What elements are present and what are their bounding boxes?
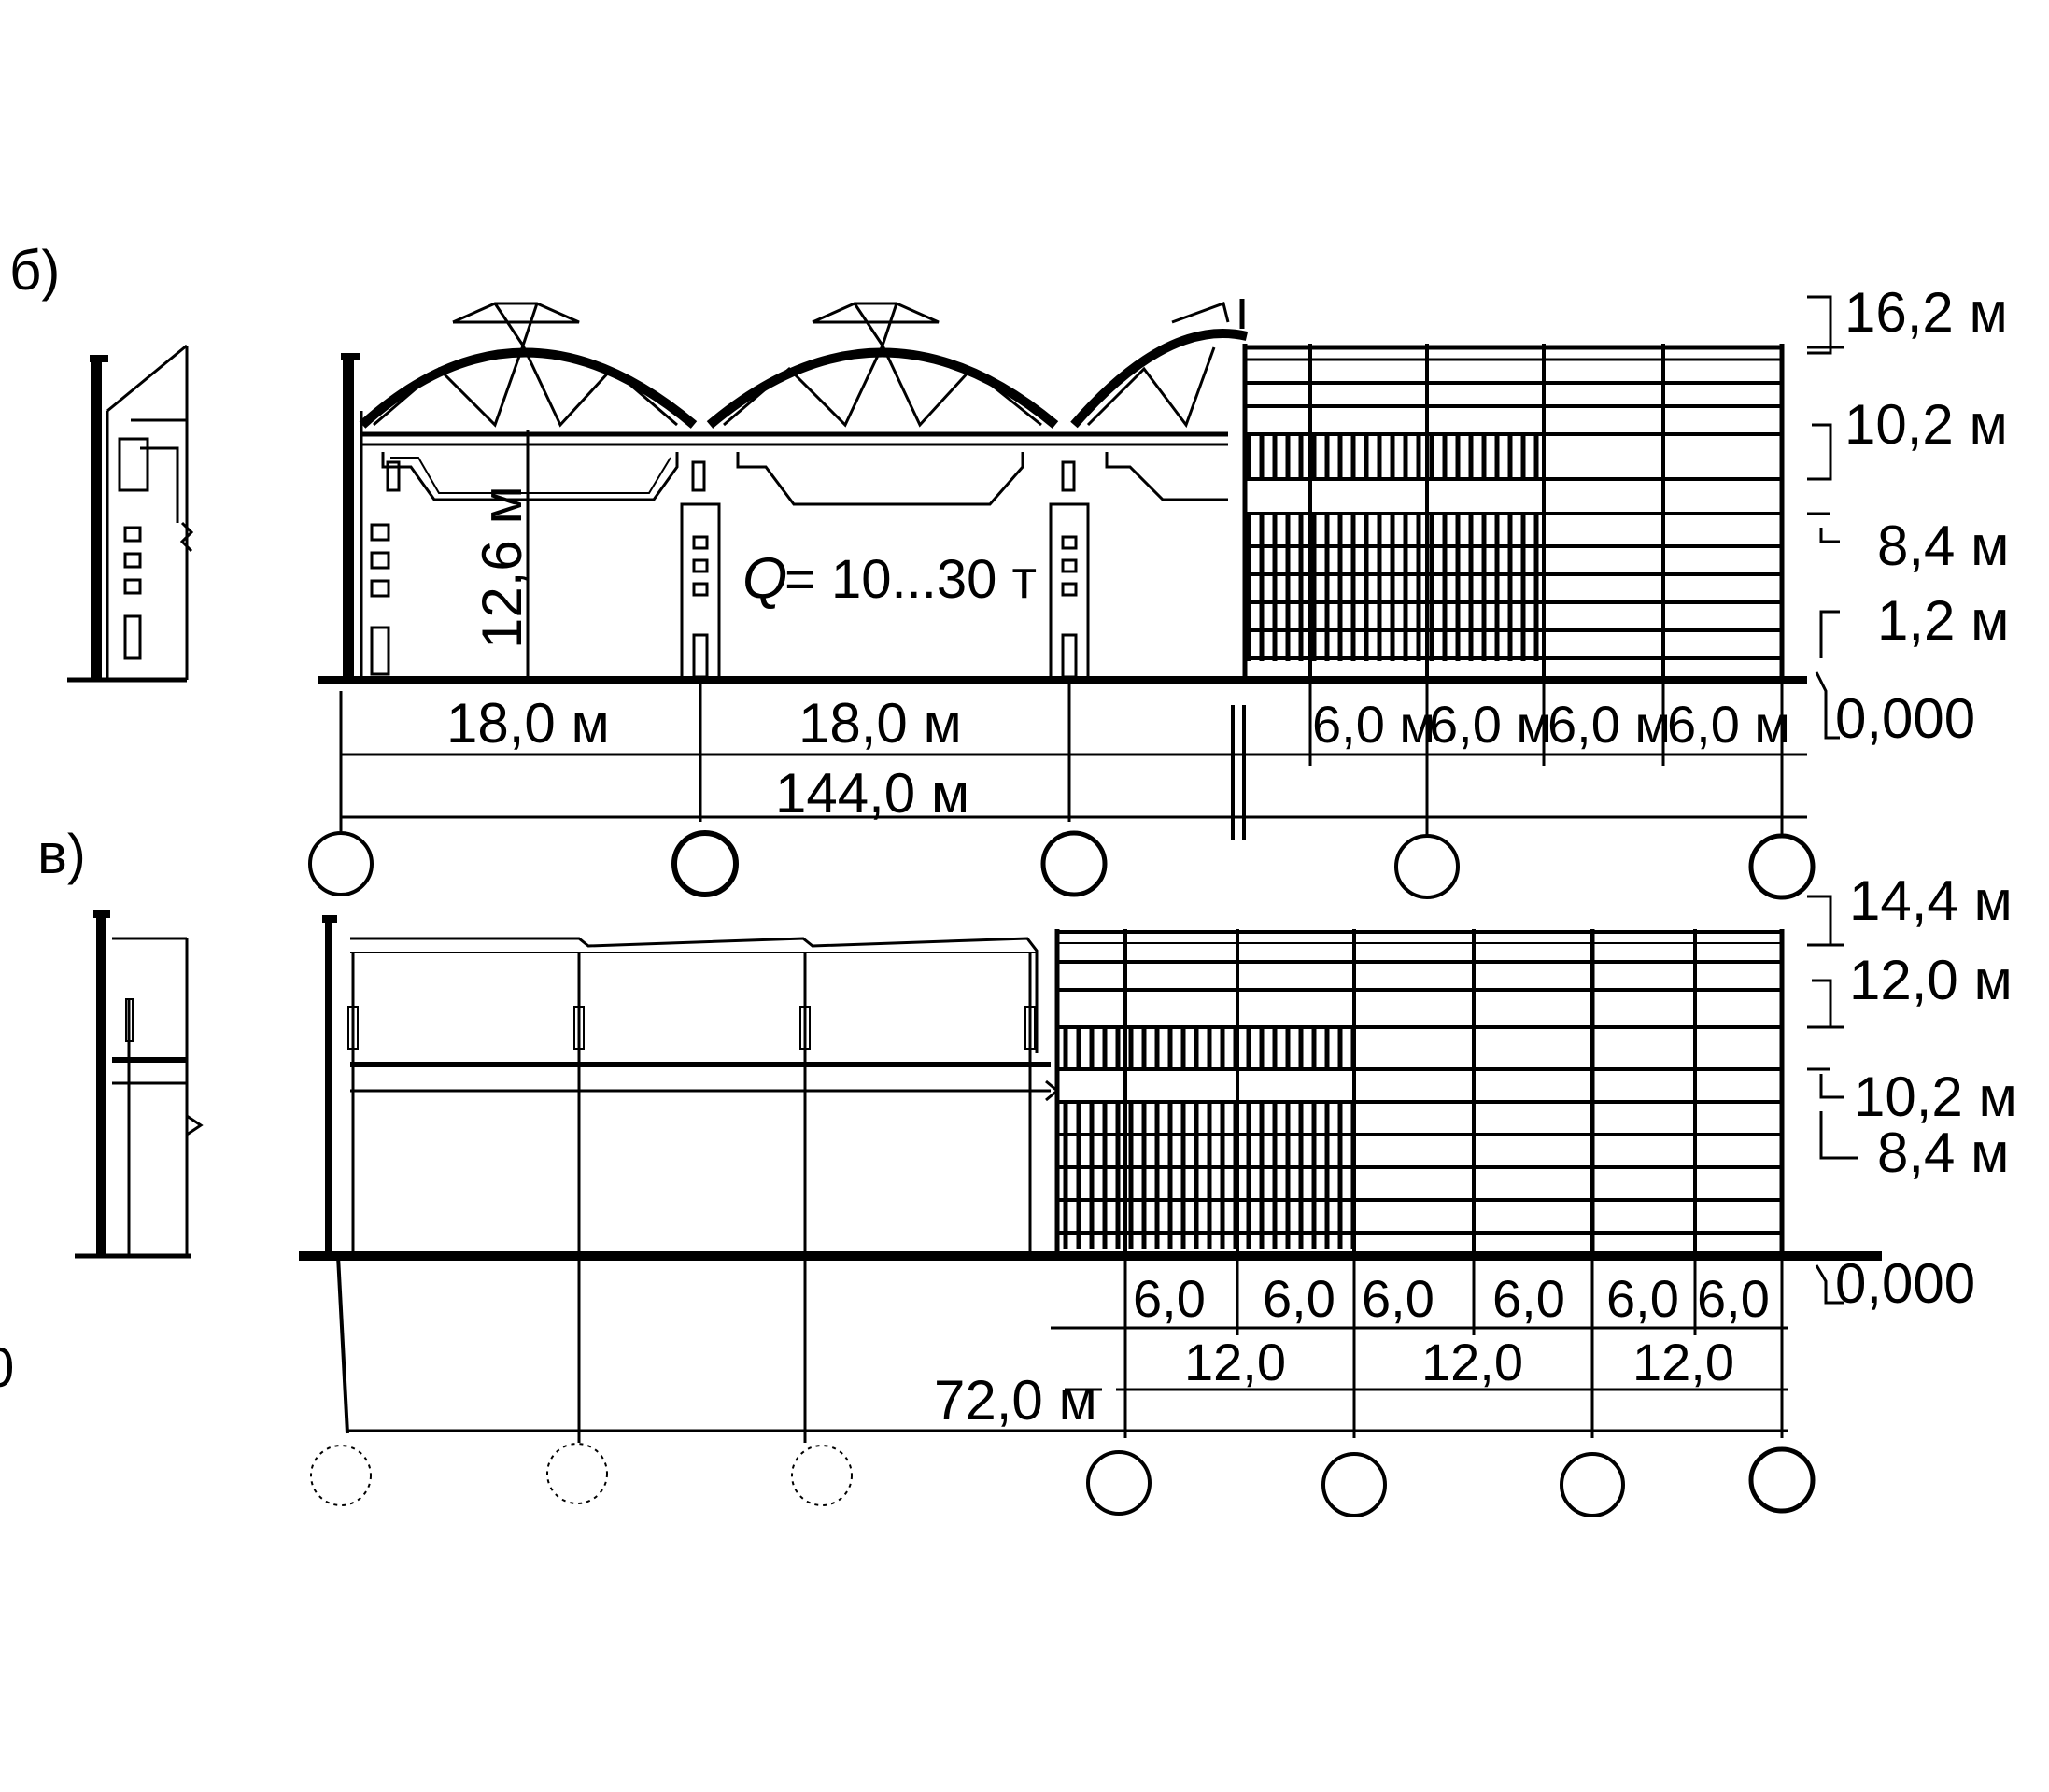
figure-c-label: в) [37,823,86,885]
level-mark-b: 1,2 м [1877,589,2009,652]
height-dimension-b: 12,6 м [471,486,533,649]
axis-circle [310,1445,372,1506]
level-marks-c [1807,895,1858,1305]
axis-circle [1748,1446,1816,1514]
axis-circle [1321,1452,1387,1517]
level-marks-b [1807,295,1844,740]
bay-dimension-b: 6,0 м [1547,695,1671,754]
dimensions-b [339,680,1807,840]
level-mark-b: 16,2 м [1844,281,2008,344]
axis-circle [1086,1450,1152,1516]
axis-circle [791,1445,853,1506]
group-dimension-c: 12,0 [1421,1333,1523,1391]
total-dimension-b: 144,0 м [775,762,969,825]
roof-trusses-b [359,299,1249,429]
axis-circle [308,831,374,896]
section-b: б) [9,239,2009,900]
group-dimension-c: 12,0 [1184,1333,1286,1391]
axis-circle [1560,1452,1625,1517]
edge-text: 0 [0,1336,14,1399]
level-mark-c: 10,2 м [1854,1065,2017,1128]
axis-markers-c [310,1443,1816,1517]
bay-dimension-b: 6,0 м [1667,695,1790,754]
frame-c [347,937,1060,1256]
level-mark-c: 8,4 м [1877,1122,2009,1184]
bay-dimension-c: 6,0 [1263,1269,1335,1328]
bay-dimension-b: 6,0 м [1429,695,1552,754]
level-mark-c: 0,000 [1835,1252,1975,1315]
bay-dimension-c: 6,0 [1697,1269,1770,1328]
axis-circle [1040,830,1108,897]
bay-dimension-c: 6,0 [1492,1269,1565,1328]
crane-girders-b [362,431,1228,506]
facade-b [1242,344,1785,680]
bay-dimension-c: 6,0 [1606,1269,1679,1328]
side-section-b [67,344,194,683]
columns-b [680,502,1090,682]
facade-c [1054,929,1785,1251]
total-dimension-c: 72,0 м [934,1369,1097,1432]
crane-load-value: = 10...30 т [784,549,1037,610]
dimensions-c [346,1256,1788,1443]
level-mark-c: 12,0 м [1849,949,2013,1011]
axis-circle [546,1443,608,1504]
section-c: в) [0,823,2017,1517]
crane-load-symbol: Q [742,546,787,611]
axis-circle [1394,834,1460,899]
bay-dimension-c: 6,0 [1133,1269,1206,1328]
level-mark-b: 10,2 м [1844,393,2008,456]
bay-dimension-c: 6,0 [1362,1269,1434,1328]
bay-dimension-b: 6,0 м [1312,695,1435,754]
span-dimension-2: 18,0 м [798,692,962,755]
axis-circle [671,830,739,897]
side-section-c [75,910,204,1259]
axis-circle [1748,833,1816,900]
level-mark-c: 14,4 м [1849,869,2013,932]
wall-windows-b [370,523,390,676]
figure-b-label: б) [9,239,60,302]
group-dimension-c: 12,0 [1632,1333,1734,1391]
level-mark-b: 0,000 [1835,687,1975,750]
axis-markers-b [308,817,1816,900]
level-mark-b: 8,4 м [1877,515,2009,577]
span-dimension-1: 18,0 м [446,692,610,755]
